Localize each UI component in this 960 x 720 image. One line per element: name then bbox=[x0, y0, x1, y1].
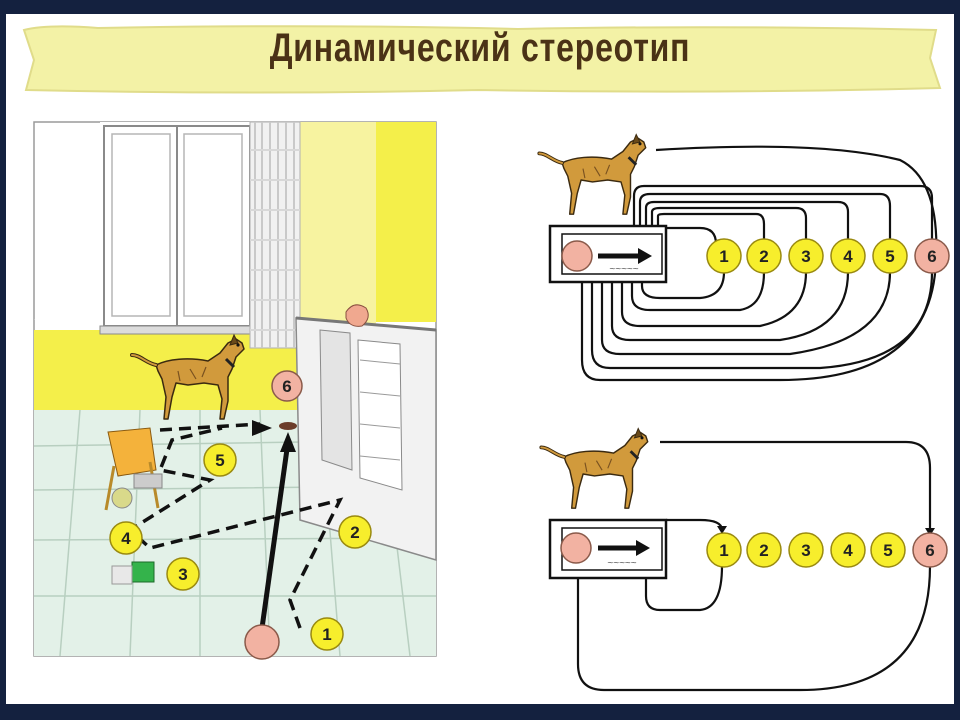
svg-text:6: 6 bbox=[282, 377, 291, 396]
svg-text:5: 5 bbox=[215, 451, 224, 470]
step-4-marker bbox=[830, 238, 866, 274]
svg-text:6: 6 bbox=[927, 247, 936, 266]
svg-text:1: 1 bbox=[719, 247, 728, 266]
step-6-marker bbox=[914, 238, 950, 274]
svg-text:3: 3 bbox=[801, 541, 810, 560]
svg-text:1: 1 bbox=[719, 541, 728, 560]
route-marker-6 bbox=[271, 370, 303, 402]
step-3-marker bbox=[788, 532, 824, 568]
step-3-marker bbox=[788, 238, 824, 274]
svg-text:5: 5 bbox=[883, 541, 892, 560]
step-2-marker bbox=[746, 238, 782, 274]
step-5-marker bbox=[870, 532, 906, 568]
svg-text:3: 3 bbox=[178, 565, 187, 584]
svg-text:3: 3 bbox=[801, 247, 810, 266]
svg-text:~~~~~: ~~~~~ bbox=[609, 264, 638, 275]
svg-text:1: 1 bbox=[322, 625, 331, 644]
svg-text:2: 2 bbox=[759, 541, 768, 560]
svg-text:~~~~~: ~~~~~ bbox=[607, 558, 636, 569]
chain-diagram-top: ~~~~~ 1 2 3 4 5 6 bbox=[537, 132, 950, 382]
chain-diagram-bottom: ~~~~~ 1 2 3 4 5 6 bbox=[539, 426, 948, 692]
page-title: Динамический стереотип bbox=[269, 26, 691, 70]
step-1-marker bbox=[706, 238, 742, 274]
title-banner bbox=[22, 25, 942, 94]
route-marker-4 bbox=[109, 521, 143, 555]
step-4-marker bbox=[830, 532, 866, 568]
step-2-marker bbox=[746, 532, 782, 568]
route-marker-1 bbox=[310, 617, 344, 651]
svg-text:2: 2 bbox=[759, 247, 768, 266]
step-6-marker bbox=[912, 532, 948, 568]
route-marker-3 bbox=[166, 557, 200, 591]
kitchen-scene: 6 1 2 3 4 5 bbox=[33, 121, 437, 660]
svg-text:5: 5 bbox=[885, 247, 894, 266]
svg-text:6: 6 bbox=[925, 541, 934, 560]
svg-text:4: 4 bbox=[121, 529, 131, 548]
svg-text:4: 4 bbox=[843, 247, 853, 266]
step-1-marker bbox=[706, 532, 742, 568]
step-5-marker bbox=[872, 238, 908, 274]
svg-text:2: 2 bbox=[350, 523, 359, 542]
start-marker bbox=[244, 624, 280, 660]
route-marker-2 bbox=[338, 515, 372, 549]
route-marker-5 bbox=[203, 443, 237, 477]
svg-text:4: 4 bbox=[843, 541, 853, 560]
